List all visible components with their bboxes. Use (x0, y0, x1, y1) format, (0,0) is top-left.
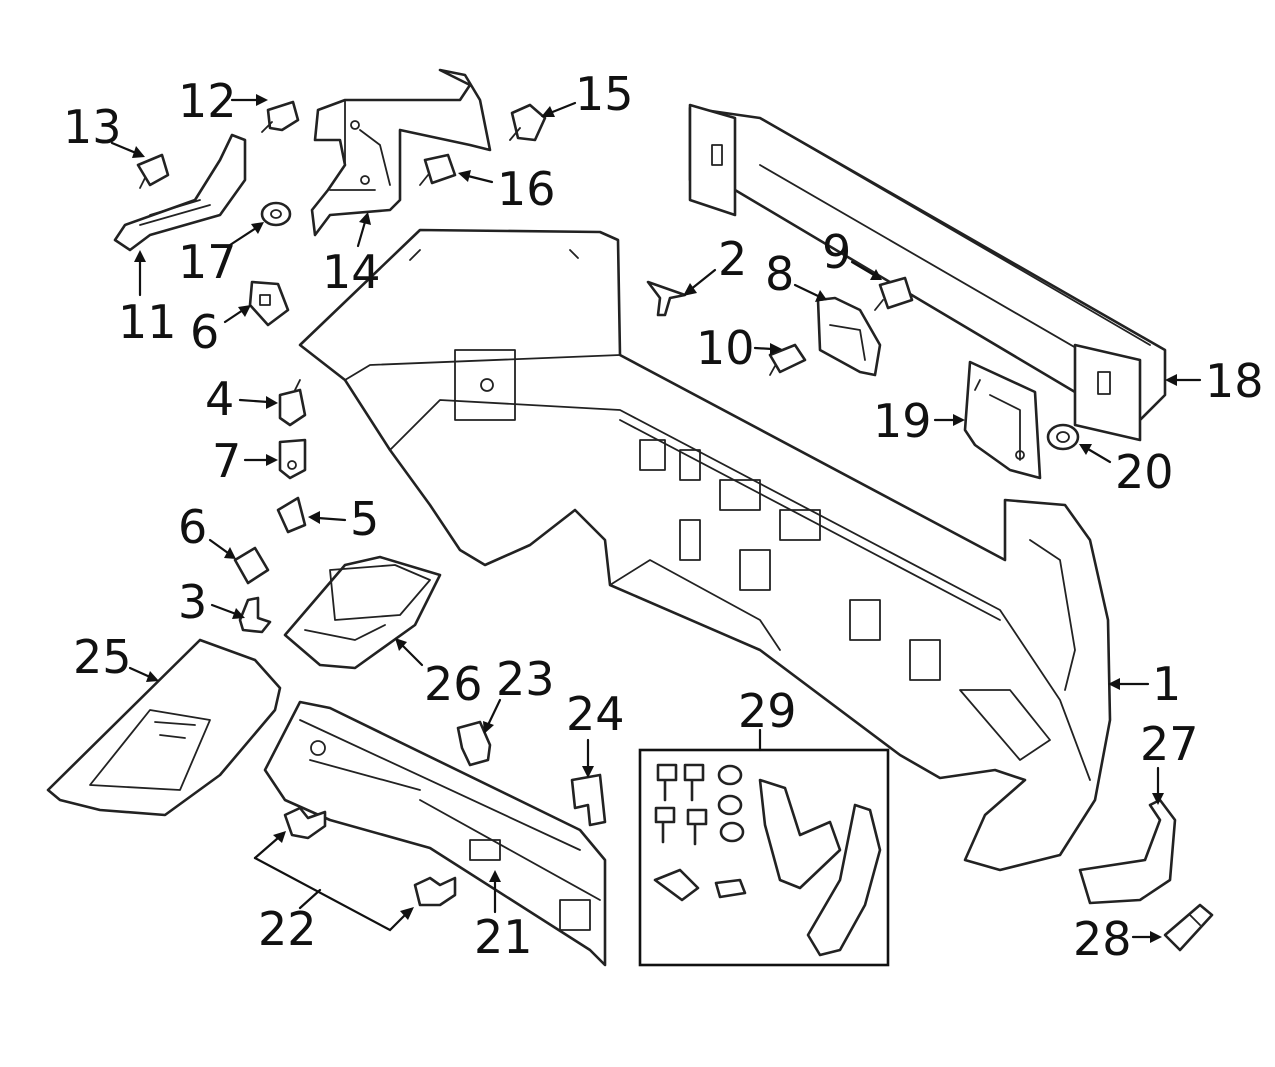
part-2-clip (646, 280, 687, 317)
callout-10: 10 (696, 321, 755, 375)
part-6-clip-lower (233, 546, 270, 585)
part-17-nut (260, 201, 292, 227)
part-3-rivet (238, 596, 272, 634)
callout-22: 22 (258, 902, 317, 956)
part-22-retainer-lower (413, 876, 457, 907)
kit-screws (654, 763, 708, 846)
part-7-clip (278, 438, 307, 480)
callout-20: 20 (1115, 445, 1174, 499)
callout-3: 3 (178, 575, 207, 629)
part-23-clip (456, 720, 492, 767)
callout-15: 15 (575, 67, 634, 121)
part-14-bracket (310, 68, 492, 237)
callout-9: 9 (822, 225, 851, 279)
part-26-bracket (283, 555, 442, 670)
part-18-reinforcement-beam (688, 103, 1167, 442)
part-19-bracket (963, 360, 1042, 480)
callout-12: 12 (178, 74, 237, 128)
callout-19: 19 (873, 394, 932, 448)
callout-2: 2 (718, 232, 747, 286)
part-9-screw (874, 276, 914, 311)
callout-24: 24 (566, 687, 625, 741)
part-29-mud-flap-kit (638, 748, 890, 967)
part-16-screw (419, 153, 457, 186)
callout-21: 21 (474, 910, 533, 964)
callout-23: 23 (496, 652, 555, 706)
part-10-screw (768, 343, 807, 376)
callout-29: 29 (738, 684, 797, 738)
part-12-screw (261, 100, 300, 133)
callout-14: 14 (322, 245, 381, 299)
kit-nuts (717, 764, 745, 843)
callout-labels: 1 2 3 4 5 6 6 7 8 9 10 11 12 13 14 15 16… (63, 67, 1264, 966)
callout-17: 17 (178, 235, 237, 289)
callout-5: 5 (350, 492, 379, 546)
mud-flap-right (806, 803, 882, 957)
callout-1: 1 (1152, 657, 1181, 711)
callout-8: 8 (765, 247, 794, 301)
callout-7: 7 (212, 434, 241, 488)
mud-flap-left (758, 778, 842, 890)
callout-16: 16 (497, 162, 556, 216)
part-5-retainer (276, 496, 307, 534)
part-11-bracket (113, 133, 247, 252)
part-25-panel (46, 638, 282, 817)
part-13-screw (136, 153, 170, 189)
callout-27: 27 (1140, 717, 1199, 771)
callout-25: 25 (73, 630, 132, 684)
part-15-clip (509, 103, 547, 142)
part-20-nut (1046, 423, 1080, 451)
kit-clip (714, 878, 747, 899)
kit-plate (653, 868, 700, 902)
part-6-clip-upper (248, 280, 290, 327)
callout-6-lower: 6 (178, 500, 207, 554)
callout-28: 28 (1073, 912, 1132, 966)
part-28-sensor (1163, 903, 1214, 952)
leader-lines (110, 94, 1202, 943)
callout-11: 11 (118, 295, 177, 349)
part-24-clip (570, 773, 607, 827)
part-4-retainer (278, 379, 307, 427)
part-27-flare (1078, 798, 1177, 905)
part-1-bumper-cover (298, 228, 1112, 872)
callout-13: 13 (63, 100, 122, 154)
callout-26: 26 (424, 657, 483, 711)
callout-18: 18 (1205, 354, 1264, 408)
part-21-valance (263, 700, 607, 967)
part-8-bracket (816, 296, 882, 377)
callout-6-upper: 6 (190, 305, 219, 359)
callout-4: 4 (205, 372, 234, 426)
part-22-retainer-upper (283, 806, 327, 840)
